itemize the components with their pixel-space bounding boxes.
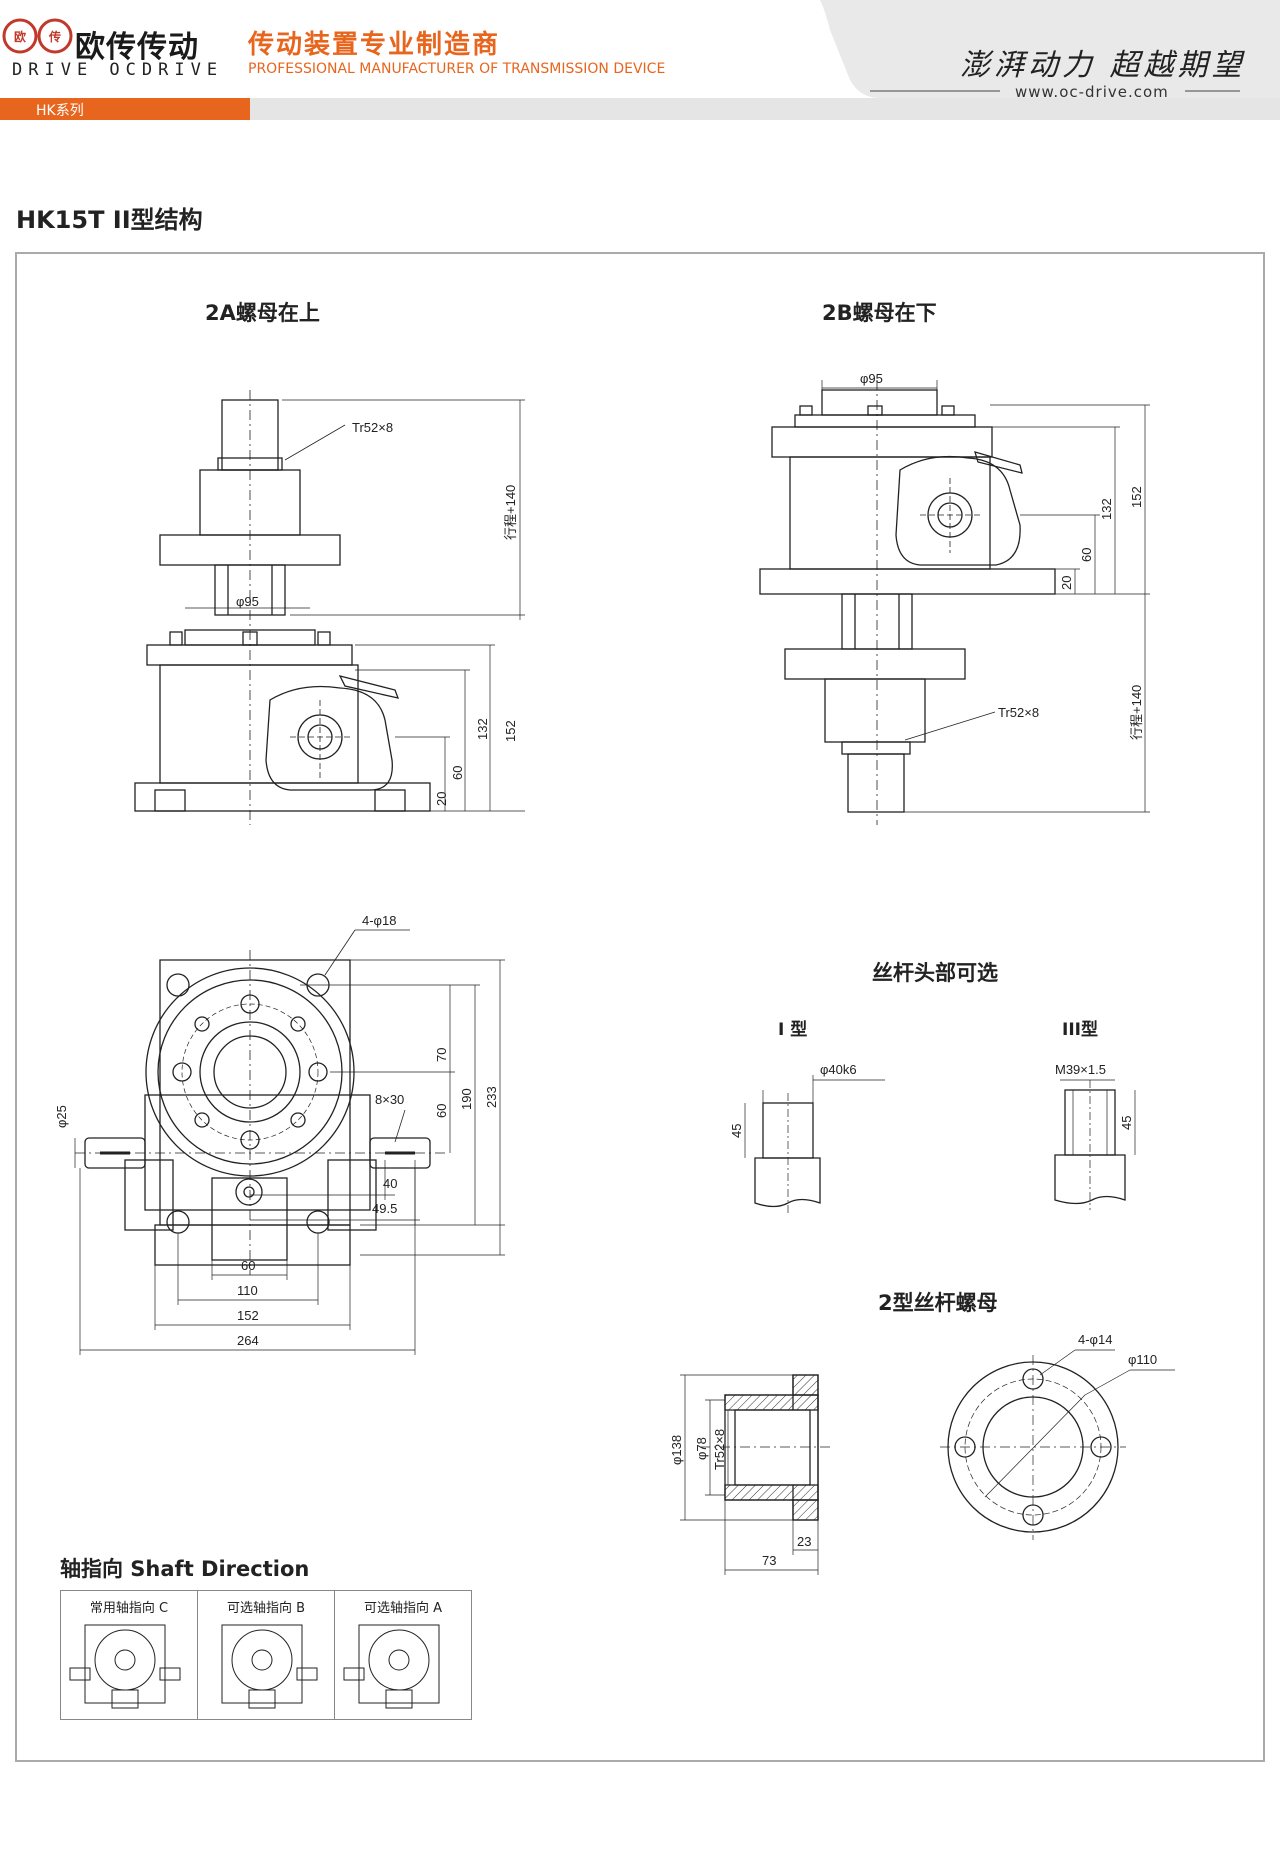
nut-pcd: φ110 [1128,1352,1157,1367]
header-gray-panel [820,0,1280,98]
2b-thread-label: Tr52×8 [998,705,1039,720]
type3-thread: M39×1.5 [1055,1062,1106,1077]
drawing-screw-head [744,1075,1136,1213]
type1-len: 45 [729,1124,744,1138]
plan-mid-body [144,1094,371,1211]
brand-name-cn: 欧传传动 [75,30,199,65]
2b-base [759,568,1056,595]
motto: 澎湃动力 超越期望 [960,48,1246,83]
logo-char-2: 传 [48,29,61,44]
slogan-en: PROFESSIONAL MANUFACTURER OF TRANSMISSIO… [248,61,666,77]
page-header: 欧 传 欧传传动 DRIVE OCDRIVE 传动装置专业制造商 PROFESS… [0,0,1280,120]
shaft-option-b-label: 可选轴指向 B [226,1601,306,1616]
nut-length: 73 [762,1553,776,1568]
plan-d49-5: 49.5 [372,1201,397,1216]
thumb-a [343,1624,440,1709]
shaft-direction-thumbs [69,1624,440,1709]
2a-housing [159,664,359,784]
logo-char-1: 欧 [14,29,26,44]
shaft-option-a-label: 可选轴指向 A [363,1601,443,1616]
shaft-option-a: 可选轴指向 A [335,1591,471,1719]
type1-body [754,1157,821,1208]
shaft-direction-title: 轴指向 Shaft Direction [60,1557,310,1581]
plan-key: 8×30 [375,1092,404,1107]
view-2a-title: 2A螺母在上 [205,301,320,325]
drawing-2b [759,380,1150,825]
nut-title: 2型丝杆螺母 [878,1291,998,1315]
slogan-cn: 传动装置专业制造商 [248,30,501,60]
plan-bottom-plate [154,1224,351,1266]
type3-len: 45 [1119,1116,1134,1130]
2b-h132: 132 [1099,498,1114,520]
type3-body [1054,1154,1126,1205]
2a-base [134,782,431,812]
2b-worm-housing [895,455,1021,566]
2a-h152: 152 [503,720,518,742]
plan-v60: 60 [434,1104,449,1118]
logo-ring-right [37,18,73,54]
website-link[interactable]: www.oc-drive.com [1015,83,1169,101]
2b-stroke-label: 行程+140 [1129,685,1144,740]
2b-nut-body [824,678,926,743]
view-2b-title: 2B螺母在下 [822,301,937,325]
header-divider-bar [250,98,1280,120]
plan-d152: 152 [237,1308,259,1323]
nut-thread: Tr52×8 [712,1429,727,1470]
2b-nut-flange [784,648,966,680]
2b-h152: 152 [1129,486,1144,508]
drawing-frame [15,252,1265,1762]
2b-cover [821,389,938,416]
drawing-2a [134,390,525,825]
header-graphics: 欧 传 [2,0,1280,98]
plan-v233: 233 [484,1086,499,1108]
logo-ring-left [2,18,38,54]
2b-h60: 60 [1079,548,1094,562]
2a-dia-label: φ95 [236,594,259,609]
nut-holes: 4-φ14 [1078,1332,1112,1347]
type3-label: III型 [1062,1020,1098,1040]
2a-thread-label: Tr52×8 [352,420,393,435]
nut-flange: 23 [797,1534,811,1549]
plan-d40: 40 [383,1176,397,1191]
2b-screw-bottom [847,753,905,813]
shaft-option-c-label: 常用轴指向 C [89,1601,169,1616]
plan-d264: 264 [237,1333,259,1348]
page-title: HK15T II型结构 [16,206,203,234]
plan-d60: 60 [241,1258,255,1273]
2a-h60: 60 [450,766,465,780]
brand-name-en: DRIVE OCDRIVE [12,60,224,80]
nut-od: φ138 [669,1435,684,1465]
type1-label: I 型 [778,1020,808,1040]
nut-id: φ78 [694,1437,709,1460]
plan-v70: 70 [434,1048,449,1062]
shaft-option-c: 常用轴指向 C [61,1591,198,1719]
2b-housing [789,456,991,570]
nut-flange-outer [947,1361,1119,1533]
2a-stroke-label: 行程+140 [503,485,518,540]
shaft-option-b: 可选轴指向 B [198,1591,335,1719]
thumb-c [69,1624,181,1709]
2b-h20: 20 [1059,576,1074,590]
type1-dia: φ40k6 [820,1062,857,1077]
plan-holes-label: 4-φ18 [362,913,396,928]
screw-head-title: 丝杆头部可选 [872,961,998,985]
2a-h132: 132 [475,718,490,740]
plan-v190: 190 [459,1088,474,1110]
plan-shaft-dia: φ25 [54,1105,69,1128]
2a-worm-housing [265,685,393,791]
2a-h20: 20 [434,792,449,806]
series-label: HK系列 [36,103,84,119]
thumb-b [221,1624,318,1709]
plan-d110: 110 [237,1283,258,1298]
series-bar [0,98,250,120]
shaft-direction-table: 常用轴指向 C 可选轴指向 B 可选轴指向 A [60,1590,472,1720]
2b-dia-label: φ95 [860,371,883,386]
plan-base-outline [159,959,351,1226]
drawing-plan-view [74,929,505,1355]
drawing-nut [680,1349,1175,1575]
